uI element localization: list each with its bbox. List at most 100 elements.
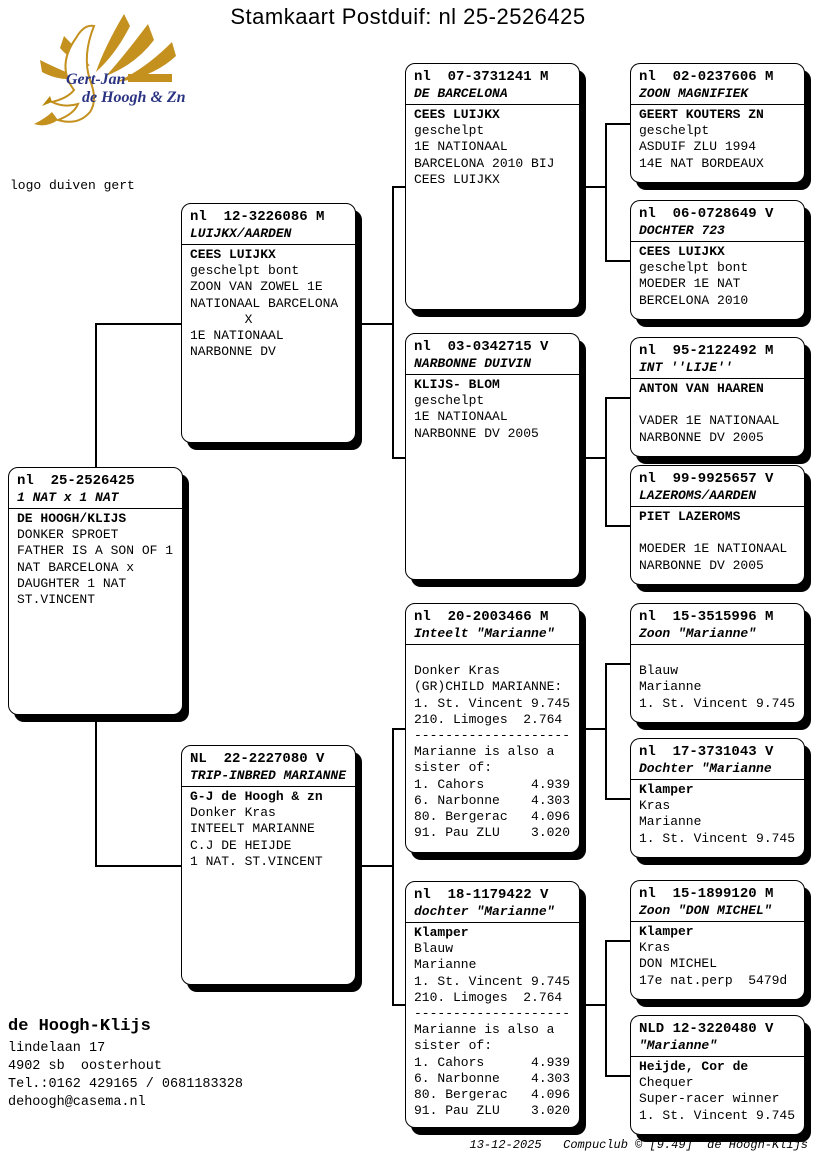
- detail-line: Donker Kras: [190, 805, 276, 821]
- detail-line: 210. Limoges 2.764: [414, 989, 563, 1005]
- detail-line: Donker Kras: [414, 663, 500, 679]
- detail-line: geschelpt: [639, 123, 710, 139]
- detail-line: 210. Limoges 2.764: [414, 711, 563, 727]
- owner-line: DE HOOGH/KLIJS: [17, 511, 127, 526]
- bird-name: Inteelt "Marianne": [414, 626, 555, 641]
- logo-text-line2: de Hoogh & Zn: [82, 89, 186, 106]
- connector-line: [605, 260, 630, 262]
- logo-caption: logo duiven gert: [10, 178, 135, 193]
- connector-line: [605, 397, 607, 526]
- detail-line: BARCELONA 2010 BIJ: [414, 155, 555, 171]
- pedigree-box-grandparent-3: nl 20-2003466 M Inteelt "Marianne" Donke…: [405, 603, 580, 853]
- detail-line: Kras: [639, 940, 671, 956]
- detail-line: sister of:: [414, 760, 493, 776]
- detail-line: ST.VINCENT: [17, 592, 96, 608]
- bird-name: dochter "Marianne": [414, 904, 555, 919]
- connector-line: [392, 186, 405, 188]
- box-divider: [631, 104, 804, 105]
- detail-line: DONKER SPROET: [17, 527, 119, 543]
- ring-number: nl 20-2003466 M: [414, 609, 549, 625]
- pedigree-box-ggparent-7: nl 15-1899120 M Zoon "DON MICHEL" Klampe…: [630, 880, 805, 1000]
- ring-number: NLD 12-3220480 V: [639, 1021, 774, 1037]
- owner-line: G-J de Hoogh & zn: [190, 789, 323, 804]
- bird-details: Donker Kras(GR)CHILD MARIANNE:1. St. Vin…: [414, 663, 571, 841]
- box-divider: [182, 786, 355, 787]
- detail-line: lindelaan 17: [8, 1041, 106, 1056]
- detail-line: 1. St. Vincent 9.745: [639, 830, 796, 846]
- box-divider: [631, 779, 804, 780]
- owner-line: Klamper: [639, 924, 694, 939]
- connector-line: [95, 715, 97, 865]
- box-divider: [631, 1056, 804, 1057]
- connector-line: [605, 663, 630, 665]
- detail-line: 14E NAT BORDEAUX: [639, 155, 764, 171]
- detail-line: NARBONNE DV 2005: [414, 425, 539, 441]
- box-divider: [406, 104, 579, 105]
- detail-line: 1. St. Vincent 9.745: [414, 973, 571, 989]
- detail-line: 1 NAT. ST.VINCENT: [190, 853, 323, 869]
- owner-line: Klamper: [414, 925, 469, 940]
- detail-line: 1E NATIONAAL: [190, 328, 284, 344]
- pedigree-box-ggparent-8: NLD 12-3220480 V "Marianne" Heijde, Cor …: [630, 1015, 805, 1135]
- detail-line: geschelpt: [414, 123, 485, 139]
- owner-line: CEES LUIJKX: [190, 247, 276, 262]
- detail-line: MOEDER 1E NAT: [639, 276, 741, 292]
- bird-name: TRIP-INBRED MARIANNE: [190, 768, 347, 783]
- ring-number: nl 12-3226086 M: [190, 209, 325, 225]
- connector-line: [356, 865, 392, 867]
- bird-name: Zoon "DON MICHEL": [639, 903, 772, 918]
- pedigree-box-ggparent-1: nl 02-0237606 M ZOON MAGNIFIEK GEERT KOU…: [630, 63, 805, 183]
- detail-line: geschelpt: [414, 393, 485, 409]
- detail-line: NARBONNE DV 2005: [639, 557, 764, 573]
- connector-line: [580, 186, 605, 188]
- detail-line: 80. Bergerac 4.096: [414, 809, 571, 825]
- connector-line: [605, 123, 630, 125]
- detail-line: CEES LUIJKX: [414, 171, 500, 187]
- detail-line: 4902 sb oosterhout: [8, 1059, 162, 1074]
- box-divider: [631, 241, 804, 242]
- owner-name: de Hoogh-Klijs: [8, 1017, 151, 1036]
- pedigree-box-ggparent-2: nl 06-0728649 V DOCHTER 723 CEES LUIJKX …: [630, 200, 805, 320]
- detail-line: DON MICHEL: [639, 956, 718, 972]
- pedigree-box-grandparent-1: nl 07-3731241 M DE BARCELONA CEES LUIJKX…: [405, 63, 580, 310]
- connector-line: [392, 457, 405, 459]
- connector-line: [392, 728, 405, 730]
- detail-line: Kras: [639, 798, 671, 814]
- detail-line: --------------------: [414, 728, 571, 743]
- bird-name: Dochter "Marianne: [639, 761, 772, 776]
- detail-line: [639, 397, 796, 413]
- detail-line: Tel.:0162 429165 / 0681183328: [8, 1077, 243, 1092]
- logo-text-line1: Gert-Jan: [66, 71, 126, 88]
- box-divider: [9, 508, 182, 509]
- detail-line: --------------------: [414, 1006, 571, 1022]
- owner-line: GEERT KOUTERS ZN: [639, 107, 764, 122]
- detail-line: Marianne is also a: [414, 744, 555, 760]
- ring-number: nl 95-2122492 M: [639, 343, 774, 359]
- pedigree-box-grandparent-4: nl 18-1179422 V dochter "Marianne" Klamp…: [405, 881, 580, 1128]
- detail-line: Super-racer winner: [639, 1091, 780, 1107]
- dove-icon: [34, 14, 176, 126]
- ring-number: nl 99-9925657 V: [639, 471, 774, 487]
- detail-line: FATHER IS A SON OF 1: [17, 543, 174, 559]
- ring-number: nl 25-2526425: [17, 473, 135, 489]
- page-title: Stamkaart Postduif: nl 25-2526425: [230, 4, 586, 29]
- detail-line: 17e nat.perp 5479d: [639, 972, 788, 988]
- detail-line: 1. St. Vincent 9.745: [639, 695, 796, 711]
- owner-line: Klamper: [639, 782, 694, 797]
- detail-line: C.J DE HEIJDE: [190, 837, 292, 853]
- pedigree-box-grandparent-2: nl 03-0342715 V NARBONNE DUIVIN KLIJS- B…: [405, 333, 580, 580]
- detail-line: INTEELT MARIANNE: [190, 821, 315, 837]
- detail-line: geschelpt bont: [639, 260, 749, 276]
- pedigree-box-ggparent-3: nl 95-2122492 M INT ''LIJE'' ANTON VAN H…: [630, 337, 805, 457]
- detail-line: Chequer: [639, 1075, 694, 1091]
- detail-line: NARBONNE DV: [190, 344, 276, 360]
- pedigree-box-ggparent-6: nl 17-3731043 V Dochter "Marianne Klampe…: [630, 738, 805, 858]
